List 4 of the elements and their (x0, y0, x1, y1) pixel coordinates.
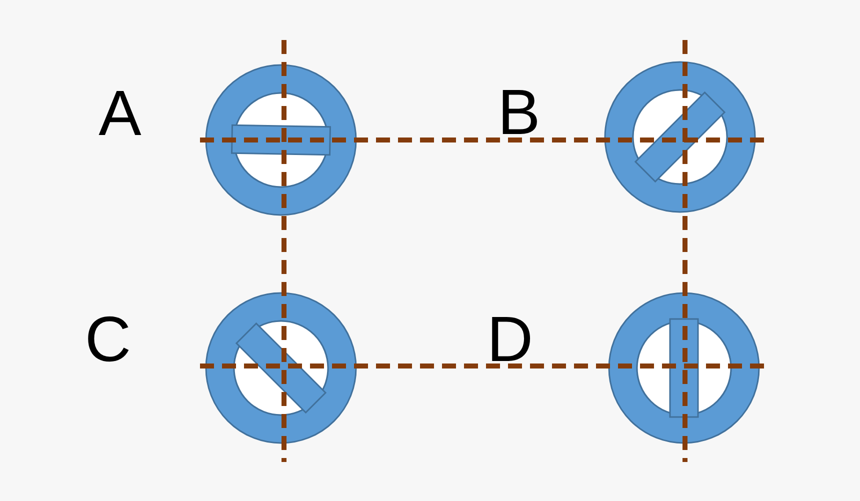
panel-letter: C (84, 307, 132, 371)
panel-letter: A (98, 81, 142, 145)
panel-letter: D (486, 307, 534, 371)
panel-letter: B (498, 80, 540, 144)
